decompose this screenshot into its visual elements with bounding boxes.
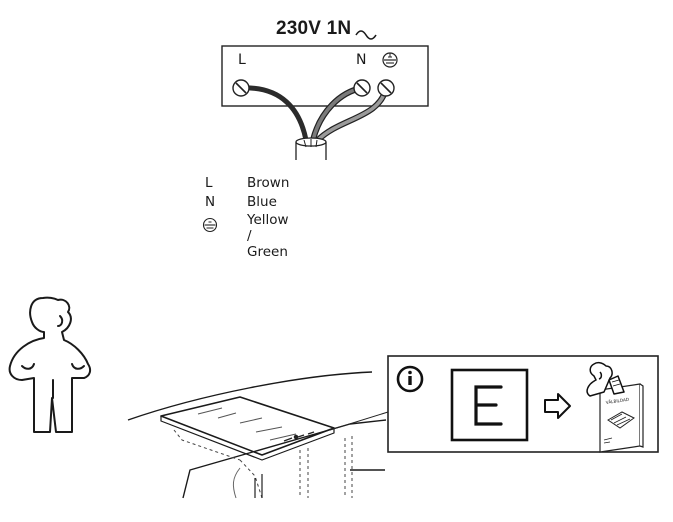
earth-symbol-icon xyxy=(382,52,398,68)
screw-n-icon xyxy=(353,79,371,97)
screw-earth-icon xyxy=(377,79,395,97)
brown-wire xyxy=(238,85,309,143)
legend-code: N xyxy=(205,193,216,210)
terminal-label-l: L xyxy=(238,52,246,68)
info-icon xyxy=(396,365,424,393)
arrow-right-icon xyxy=(544,393,571,419)
screw-l-icon xyxy=(232,79,250,97)
earth-wire xyxy=(316,86,388,142)
legend-text: Blue xyxy=(247,193,277,210)
legend-text: Yellow / Green xyxy=(247,212,289,260)
legend-earth-icon xyxy=(202,217,218,233)
manual-figure-icon xyxy=(586,361,625,397)
ac-symbol-icon xyxy=(355,30,377,40)
hob-controls xyxy=(283,431,315,442)
cable-sheath xyxy=(295,137,327,160)
worktop-with-hob xyxy=(127,371,389,499)
legend-code: L xyxy=(205,175,213,191)
terminal-label-n: N xyxy=(356,52,367,68)
manual-title: VÄLBILDAD xyxy=(605,397,629,405)
assembly-figure xyxy=(8,296,92,433)
voltage-text: 230V 1N xyxy=(276,18,352,39)
terminal-block xyxy=(221,45,429,107)
supply-voltage-title: 230V 1N xyxy=(276,18,351,40)
error-code-e xyxy=(474,385,503,426)
legend-text: Brown xyxy=(247,175,290,191)
manual-booklet-icon xyxy=(599,383,644,453)
